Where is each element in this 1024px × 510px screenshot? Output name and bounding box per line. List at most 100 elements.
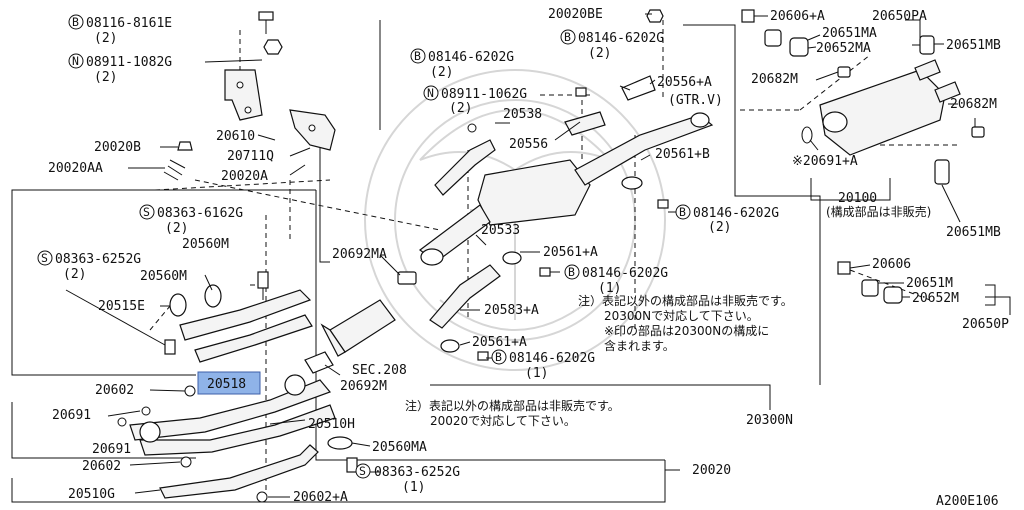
symbol-b-3: B (495, 350, 502, 364)
qty-08911a: (2) (94, 70, 117, 85)
label-gtrv: (GTR.V) (668, 93, 723, 108)
label-20518: 20518 (207, 377, 246, 392)
label-20652MA: 20652MA (816, 41, 871, 56)
part-pipe-20510G (159, 444, 319, 499)
part-gasket-20560MA (327, 436, 353, 450)
label-20300N: 20300N (746, 413, 793, 428)
label-20651MA: 20651MA (822, 26, 877, 41)
qty-08363-6252G-b: (1) (402, 480, 425, 495)
note1-line2: 20300Nで対応して下さい。 (604, 309, 759, 323)
part-flex-pipe-20533 (429, 264, 501, 329)
symbol-b-2: B (568, 265, 575, 279)
label-20691-b: 20691 (92, 442, 131, 457)
label-20606: 20606 (872, 257, 911, 272)
note1-line1: 注）表記以外の構成部品は非販売です。 (578, 293, 793, 308)
label-20651MB-a: 20651MB (946, 38, 1001, 53)
label-20583A: 20583+A (484, 303, 539, 318)
label-08146-e: 08146-6202G (509, 351, 595, 366)
note2-line2: 20020で対応して下さい。 (430, 414, 576, 428)
qty-08146-d: (1) (598, 281, 621, 296)
label-20692MA: 20692MA (332, 247, 387, 262)
label-20510G: 20510G (68, 487, 115, 502)
label-20538: 20538 (503, 107, 542, 122)
part-bracket-20711Q (289, 109, 336, 151)
label-20682M-a: 20682M (751, 72, 798, 87)
label-20682M-b: 20682M (950, 97, 997, 112)
label-20556A: 20556+A (657, 75, 712, 90)
label-20560M-b: 20560M (140, 269, 187, 284)
label-08146-c: 08146-6202G (693, 206, 779, 221)
label-20100-note: (構成部品は非販売) (826, 204, 931, 219)
part-clamp-20561A (440, 251, 522, 353)
label-20533: 20533 (481, 223, 520, 238)
qty-08146-e: (1) (525, 366, 548, 381)
label-08146-b: 08146-6202G (578, 31, 664, 46)
label-08116-8161E: 08116-8161E (86, 16, 172, 31)
symbol-s-1: S (143, 205, 150, 219)
label-20510H: 20510H (308, 417, 355, 432)
symbol-b-6: B (679, 205, 686, 219)
label-08911-1062G: 08911-1062G (441, 87, 527, 102)
part-bolt-08116 (258, 11, 274, 34)
part-heat-shield-20538 (434, 139, 496, 196)
symbol-n-2: N (427, 86, 434, 100)
label-20692M: 20692M (340, 379, 387, 394)
assembly-outlines (11, 19, 1011, 503)
symbol-circles (37, 14, 691, 479)
part-clamp-20561B (621, 176, 643, 190)
diagram-id: A200E106 (936, 494, 999, 509)
label-20560MA: 20560MA (372, 440, 427, 455)
part-rear-muffler-20100 (801, 59, 961, 156)
label-08363-6162G: 08363-6162G (157, 206, 243, 221)
symbol-b-4: B (414, 49, 421, 63)
highlight-box-20518 (197, 371, 261, 395)
note1-line3: ※印の部品は20300Nの構成に (604, 323, 769, 338)
part-bolt-20020B (163, 141, 193, 181)
part-center-muffler-20300N (419, 112, 714, 266)
qty-08363-6162G: (2) (165, 221, 188, 236)
label-20650PA: 20650PA (872, 9, 927, 24)
qty-08146-c: (2) (708, 220, 731, 235)
part-heat-shield-20556 (564, 111, 606, 136)
part-front-pipe-20515E (179, 289, 313, 363)
qty-08146-a: (2) (430, 65, 453, 80)
label-20561A-a: 20561+A (543, 245, 598, 260)
part-nut-08911 (263, 39, 283, 55)
note2-line1: 注）表記以外の構成部品は非販売です。 (405, 398, 620, 413)
symbol-s-2: S (41, 251, 48, 265)
label-08146-d: 08146-6202G (582, 266, 668, 281)
part-stud-08363-lower (346, 457, 358, 473)
qty-08363-6252G-a: (2) (63, 267, 86, 282)
part-hangers-20650 (741, 9, 985, 304)
qty-08116: (2) (94, 31, 117, 46)
label-20691-a: 20691 (52, 408, 91, 423)
label-20556: 20556 (509, 137, 548, 152)
part-gasket-20692MA (397, 271, 417, 285)
part-bracket-20556A (621, 75, 656, 101)
label-20020BE: 20020BE (548, 7, 603, 22)
label-20602-a: 20602 (95, 383, 134, 398)
label-20651MB-b: 20651MB (946, 225, 1001, 240)
label-20020AA: 20020AA (48, 161, 103, 176)
label-20602-b: 20602 (82, 459, 121, 474)
label-08363-6252G-b: 08363-6252G (374, 465, 460, 480)
part-sensor-20691 (117, 406, 151, 427)
part-bracket-20610 (224, 69, 263, 121)
label-20020A: 20020A (221, 169, 268, 184)
label-20561A-b: 20561+A (472, 335, 527, 350)
qty-08911b: (2) (449, 101, 472, 116)
label-20020: 20020 (692, 463, 731, 478)
symbol-s-3: S (359, 464, 366, 478)
part-gasket-20692M (304, 351, 334, 374)
part-nut-20602 (180, 385, 268, 503)
part-resonator-sec208 (320, 299, 396, 357)
label-20100: 20100 (838, 191, 877, 206)
label-20602A: 20602+A (293, 490, 348, 505)
label-20711Q: 20711Q (227, 149, 274, 164)
part-bolts-08146 (467, 9, 669, 361)
label-20610: 20610 (216, 129, 255, 144)
notes: 注）表記以外の構成部品は非販売です。 20300Nで対応して下さい。 ※印の部品… (405, 293, 793, 428)
symbol-n-1: N (72, 54, 79, 68)
